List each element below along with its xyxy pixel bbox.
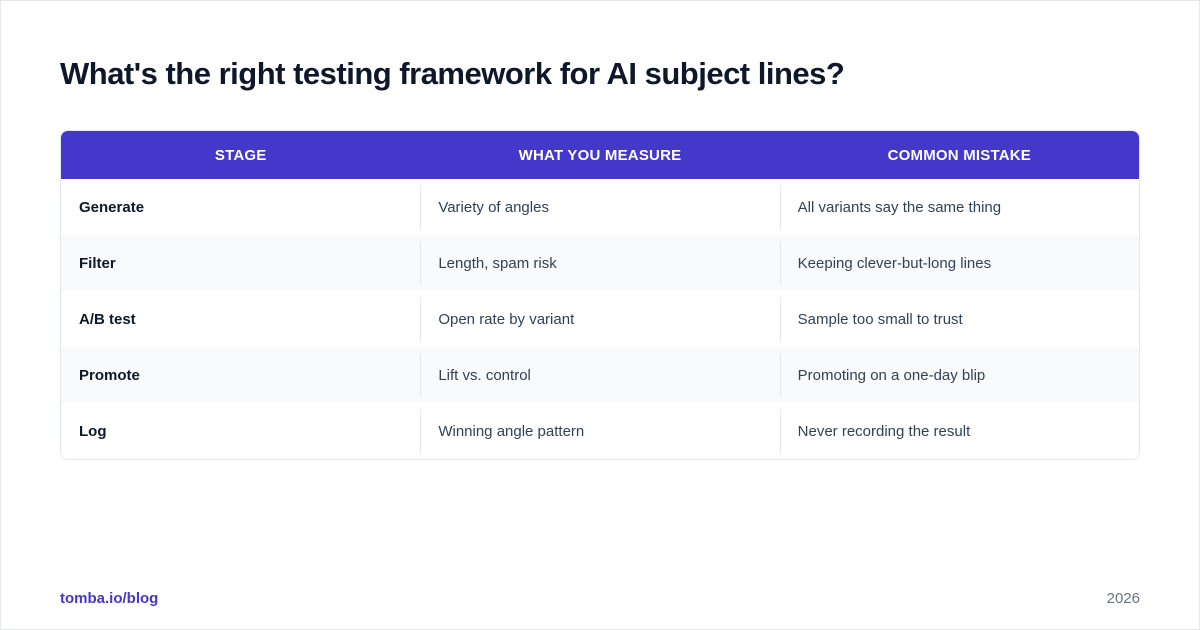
mistake-cell: Keeping clever-but-long lines [779, 235, 1139, 291]
table-row: A/B test Open rate by variant Sample too… [61, 291, 1139, 347]
table-body: Generate Variety of angles All variants … [61, 179, 1139, 459]
mistake-cell: All variants say the same thing [779, 179, 1139, 235]
column-header-stage: STAGE [214, 146, 267, 164]
stage-cell: Log [79, 422, 107, 440]
page-title: What's the right testing framework for A… [60, 56, 845, 91]
framework-table: STAGE WHAT YOU MEASURE COMMON MISTAKE Ge… [60, 130, 1140, 460]
measure-cell: Open rate by variant [420, 291, 779, 347]
stage-cell: Filter [79, 254, 116, 272]
blog-link[interactable]: tomba.io/blog [60, 590, 159, 607]
table-row: Generate Variety of angles All variants … [61, 179, 1139, 235]
table-row: Log Winning angle pattern Never recordin… [61, 403, 1139, 459]
column-header-measure: WHAT YOU MEASURE [518, 146, 682, 164]
measure-cell: Variety of angles [420, 179, 779, 235]
table-header: STAGE WHAT YOU MEASURE COMMON MISTAKE [61, 131, 1139, 179]
stage-cell: Generate [79, 198, 145, 216]
column-header-mistake: COMMON MISTAKE [887, 146, 1031, 164]
stage-cell: A/B test [79, 310, 136, 328]
table-row: Filter Length, spam risk Keeping clever-… [61, 235, 1139, 291]
measure-cell: Lift vs. control [420, 347, 779, 403]
mistake-cell: Sample too small to trust [779, 291, 1139, 347]
table-row: Promote Lift vs. control Promoting on a … [61, 347, 1139, 403]
measure-cell: Winning angle pattern [420, 403, 779, 459]
mistake-cell: Promoting on a one-day blip [779, 347, 1139, 403]
measure-cell: Length, spam risk [420, 235, 779, 291]
mistake-cell: Never recording the result [779, 403, 1139, 459]
stage-cell: Promote [79, 366, 140, 384]
year-label: 2026 [1106, 590, 1140, 607]
